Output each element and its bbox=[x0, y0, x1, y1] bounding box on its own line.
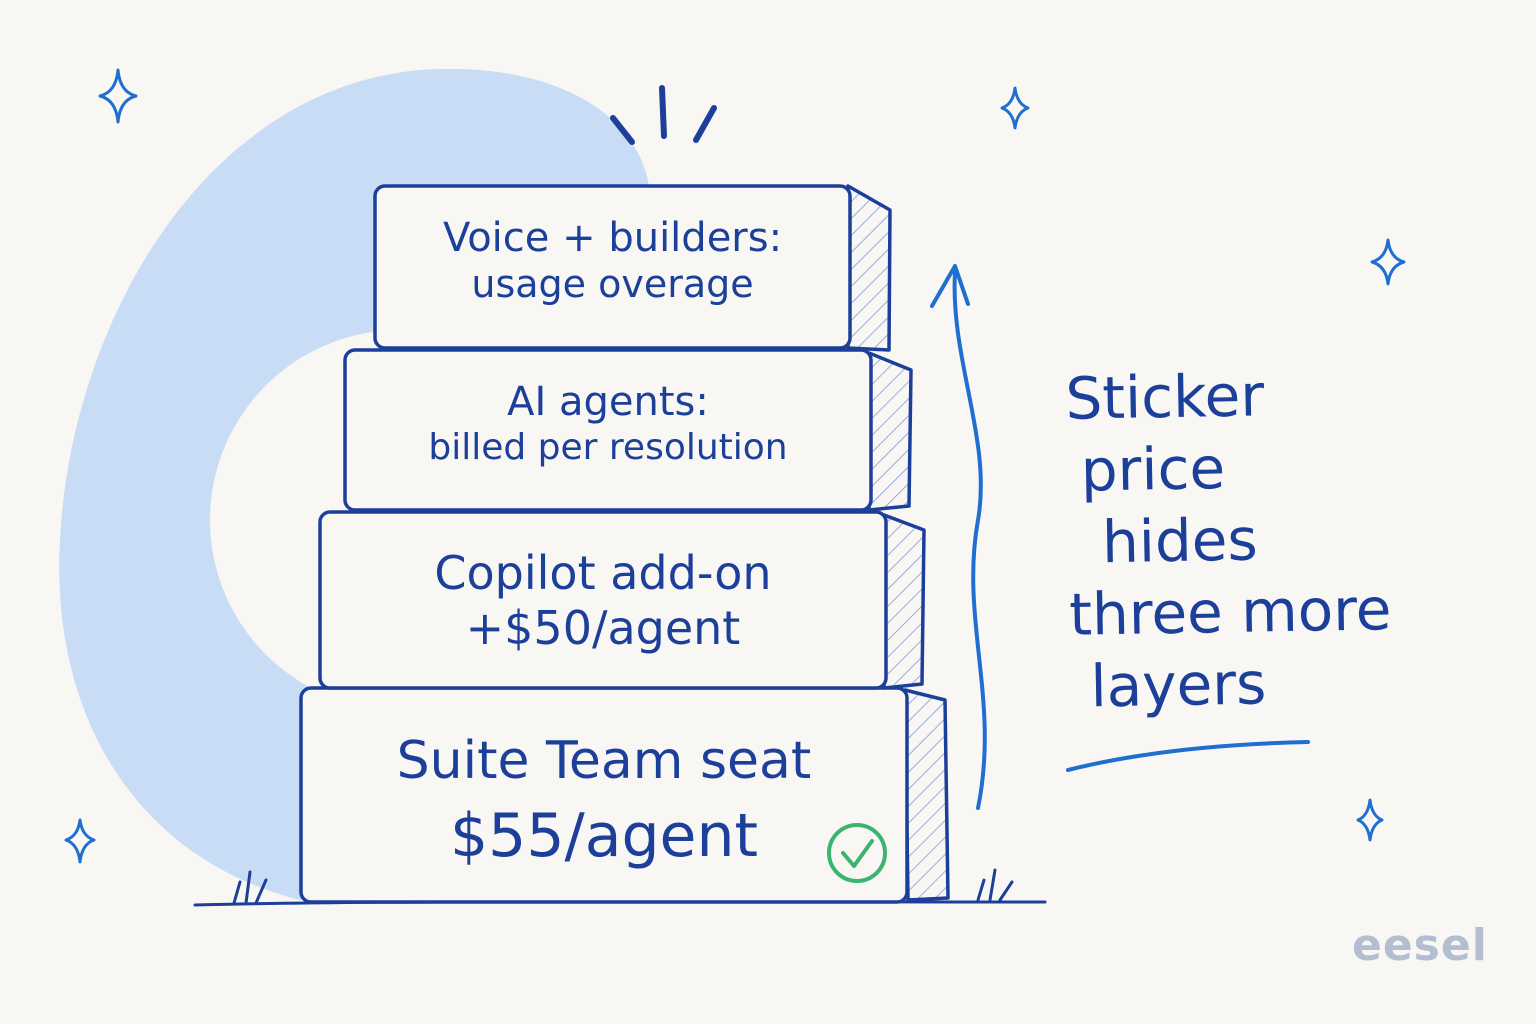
note-line-5: layers bbox=[1089, 649, 1267, 721]
suite-label-line2: $55/agent bbox=[449, 801, 759, 872]
brand-logo: eesel bbox=[1352, 920, 1488, 971]
note-line-4: three more bbox=[1068, 575, 1392, 649]
voice-label-line1: Voice + builders: bbox=[442, 215, 783, 261]
copilot-label-line2: +$50/agent bbox=[465, 601, 741, 656]
block-voice bbox=[373, 184, 892, 352]
voice-label-line2: usage overage bbox=[471, 262, 754, 306]
sparkle-icon bbox=[64, 68, 1406, 864]
note-line-2: price bbox=[1080, 434, 1226, 505]
up-arrow-icon bbox=[930, 264, 987, 810]
burst-icon bbox=[610, 85, 717, 145]
suite-label: Suite Team seat $55/agent bbox=[301, 726, 907, 877]
note-underline bbox=[1066, 740, 1310, 772]
copilot-label-line1: Copilot add-on bbox=[434, 546, 772, 600]
grass-icon bbox=[232, 868, 1014, 905]
copilot-label: Copilot add-on +$50/agent bbox=[320, 546, 886, 656]
note-line-3: hides bbox=[1101, 505, 1259, 577]
block-copilot bbox=[318, 510, 926, 690]
ai-label: AI agents: billed per resolution bbox=[345, 378, 871, 469]
ai-label-line2: billed per resolution bbox=[428, 427, 788, 468]
block-ai bbox=[343, 348, 913, 512]
ai-label-line1: AI agents: bbox=[507, 379, 709, 425]
suite-label-line1: Suite Team seat bbox=[396, 731, 812, 791]
block-suite bbox=[299, 686, 950, 904]
voice-label: Voice + builders: usage overage bbox=[375, 214, 850, 308]
check-circle-icon bbox=[827, 823, 887, 883]
side-note: Sticker price hides three more layers bbox=[1065, 357, 1393, 723]
note-line-1: Sticker bbox=[1064, 361, 1265, 433]
